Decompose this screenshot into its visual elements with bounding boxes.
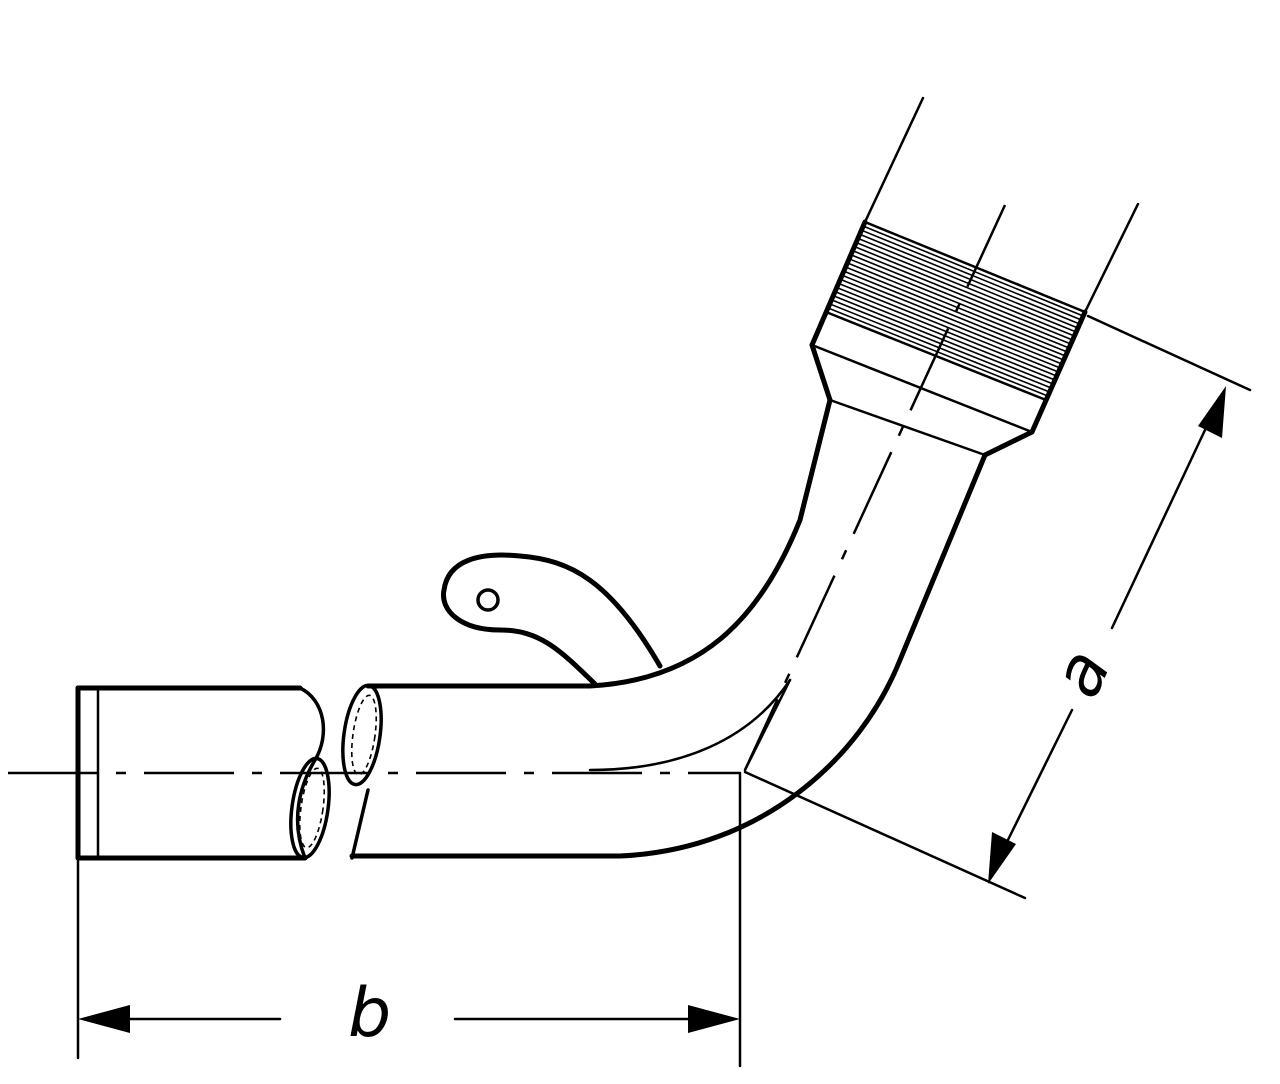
dimension-b-label: b <box>348 974 391 1053</box>
pipe-extension-lines <box>863 96 1140 314</box>
thread-line <box>862 225 1084 317</box>
dimension-a-label: a <box>1037 638 1126 709</box>
pipe-transition <box>809 342 1035 458</box>
pipe-break-symbol <box>289 683 383 860</box>
thread-line <box>838 282 1059 373</box>
threaded-end <box>809 219 1088 435</box>
dimension-a-arrow-top <box>1198 386 1226 438</box>
thread-line <box>852 249 1073 341</box>
mounting-lug <box>441 552 663 687</box>
lug-hole <box>476 588 500 612</box>
pipe-body <box>349 397 988 859</box>
thread-line <box>841 274 1063 365</box>
thread-line <box>855 241 1077 333</box>
dimension-b: b <box>76 771 742 1068</box>
thread-line <box>850 253 1072 345</box>
thread-line <box>854 245 1075 337</box>
thread-line <box>839 278 1061 369</box>
dimension-a-arrow-bottom <box>988 832 1016 884</box>
centerlines <box>8 204 1007 775</box>
dimension-b-arrow-right <box>688 1005 740 1033</box>
dimension-b-arrow-left <box>78 1005 130 1033</box>
thread-line <box>843 270 1065 361</box>
